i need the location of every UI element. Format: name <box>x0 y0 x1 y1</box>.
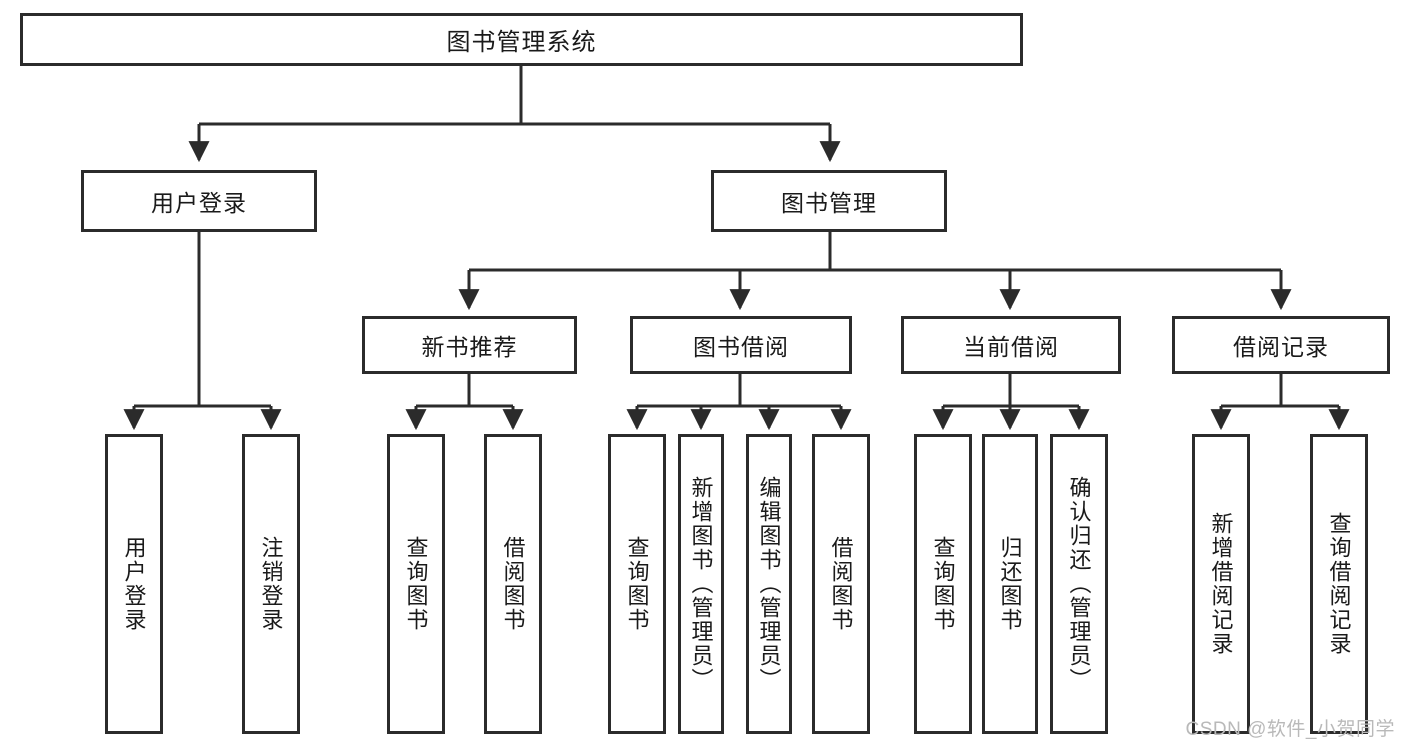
node-label: 查询图书 <box>930 536 956 632</box>
node-label: 编辑图书（管理员） <box>756 476 782 692</box>
node-label: 借阅记录 <box>1233 334 1329 360</box>
node-label: 用户登录 <box>151 190 247 216</box>
node-leaf-add-borrow-record[interactable]: 新增借阅记录 <box>1192 434 1250 734</box>
node-leaf-add-book-admin[interactable]: 新增图书（管理员） <box>678 434 724 734</box>
node-label: 当前借阅 <box>963 334 1059 360</box>
node-label: 新增借阅记录 <box>1208 512 1234 656</box>
node-label: 新书推荐 <box>421 334 518 360</box>
node-borrow-record[interactable]: 借阅记录 <box>1172 316 1390 374</box>
node-leaf-borrow-book-recommend[interactable]: 借阅图书 <box>484 434 542 734</box>
node-label: 注销登录 <box>258 536 284 632</box>
node-root-book-management-system[interactable]: 图书管理系统 <box>20 13 1023 66</box>
node-leaf-return-book[interactable]: 归还图书 <box>982 434 1038 734</box>
node-label: 新增图书（管理员） <box>688 476 714 692</box>
node-leaf-borrow-book[interactable]: 借阅图书 <box>812 434 870 734</box>
node-leaf-user-login[interactable]: 用户登录 <box>105 434 163 734</box>
node-label: 借阅图书 <box>500 536 526 632</box>
node-book-borrow[interactable]: 图书借阅 <box>630 316 852 374</box>
node-leaf-query-book-current[interactable]: 查询图书 <box>914 434 972 734</box>
node-label: 确认归还（管理员） <box>1066 476 1092 692</box>
node-label: 查询图书 <box>624 536 650 632</box>
node-label: 归还图书 <box>997 536 1023 632</box>
node-leaf-query-book-borrow[interactable]: 查询图书 <box>608 434 666 734</box>
node-label: 借阅图书 <box>828 536 854 632</box>
node-label: 图书借阅 <box>693 334 789 360</box>
node-user-login[interactable]: 用户登录 <box>81 170 317 232</box>
node-leaf-edit-book-admin[interactable]: 编辑图书（管理员） <box>746 434 792 734</box>
node-label: 图书管理系统 <box>446 29 597 56</box>
node-leaf-confirm-return-admin[interactable]: 确认归还（管理员） <box>1050 434 1108 734</box>
watermark: CSDN @软件_小贺同学 <box>1185 719 1395 740</box>
node-label: 用户登录 <box>121 536 147 632</box>
node-label: 查询借阅记录 <box>1326 512 1352 656</box>
node-label: 查询图书 <box>403 536 429 632</box>
node-book-management[interactable]: 图书管理 <box>711 170 947 232</box>
node-leaf-logout-login[interactable]: 注销登录 <box>242 434 300 734</box>
node-leaf-query-book-recommend[interactable]: 查询图书 <box>387 434 445 734</box>
node-label: 图书管理 <box>781 190 877 216</box>
node-current-borrow[interactable]: 当前借阅 <box>901 316 1121 374</box>
node-leaf-query-borrow-record[interactable]: 查询借阅记录 <box>1310 434 1368 734</box>
node-new-book-recommend[interactable]: 新书推荐 <box>362 316 577 374</box>
